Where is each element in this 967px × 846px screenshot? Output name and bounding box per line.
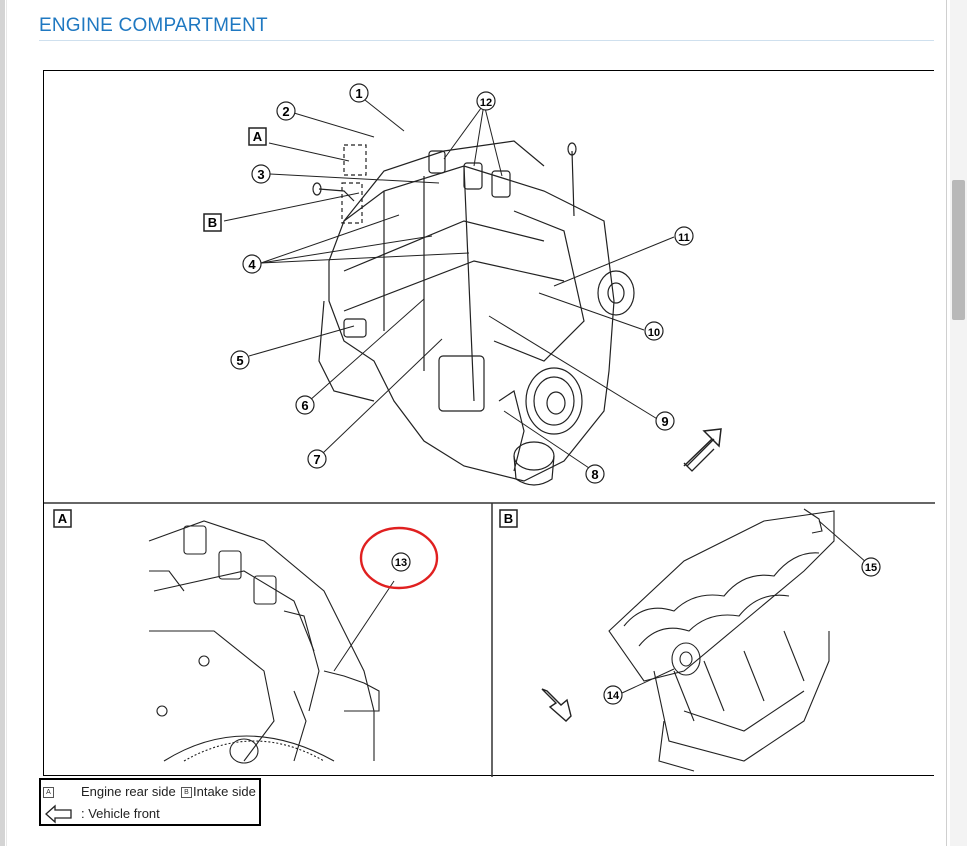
panel-a-drawing	[148, 520, 380, 764]
svg-text:4: 4	[248, 257, 256, 272]
content-right-edge	[946, 0, 947, 846]
vehicle-front-arrow-b	[541, 688, 572, 722]
svg-text:2: 2	[282, 104, 289, 119]
left-window-border	[0, 0, 5, 846]
callout-7: 7	[307, 449, 327, 469]
left-divider	[6, 0, 7, 846]
intake-manifold-drawing	[608, 508, 835, 772]
vehicle-front-arrow-body	[683, 438, 715, 472]
leader-lines-top	[223, 99, 675, 469]
legend-intake-side: Intake side	[193, 784, 256, 799]
callout-5: 5	[230, 350, 250, 370]
callouts-top: 1 2 3 4 5 6 7 8 9 10 11 12	[230, 83, 694, 484]
svg-text:12: 12	[480, 97, 492, 109]
callout-3: 3	[251, 164, 271, 184]
panel-a: A 13	[53, 509, 439, 764]
callout-14-leader	[621, 668, 675, 694]
svg-text:9: 9	[661, 414, 668, 429]
svg-text:8: 8	[591, 467, 598, 482]
svg-text:3: 3	[257, 167, 264, 182]
svg-text:11: 11	[678, 232, 690, 244]
engine-diagram: 1 2 3 4 5 6 7 8 9 10 11 12 A B A	[44, 83, 935, 777]
section-title: ENGINE COMPARTMENT	[39, 15, 268, 36]
panel-a-label: A	[58, 511, 68, 526]
svg-text:B: B	[208, 215, 217, 230]
svg-text:6: 6	[301, 398, 308, 413]
callout-4: 4	[242, 254, 262, 274]
legend-engine-rear-side: Engine rear side	[81, 784, 176, 799]
svg-text:1: 1	[355, 86, 362, 101]
panel-b: B 15 14	[499, 508, 881, 772]
main-engine-drawing	[312, 140, 635, 486]
callout-8: 8	[585, 464, 605, 484]
callout-13-leader	[333, 580, 395, 672]
legend-box-a-icon: A	[43, 787, 54, 798]
callout-15: 15	[861, 557, 881, 577]
panel-a-label-box	[53, 509, 72, 528]
callout-9: 9	[655, 411, 675, 431]
svg-text:5: 5	[236, 353, 243, 368]
vehicle-front-arrow-icon	[45, 804, 72, 824]
view-marker-b: B	[203, 213, 222, 232]
legend-vehicle-front: : Vehicle front	[81, 806, 160, 821]
callout-10: 10	[644, 321, 664, 341]
callout-11: 11	[674, 226, 694, 246]
legend-box-b-icon: B	[181, 787, 192, 798]
callout-14: 14	[603, 685, 623, 705]
panel-b-label-box	[499, 509, 518, 528]
engine-compartment-figure: 1 2 3 4 5 6 7 8 9 10 11 12 A B A	[43, 70, 935, 777]
legend-box: A Engine rear side B Intake side : Vehic…	[39, 778, 261, 826]
callout-12: 12	[476, 91, 496, 111]
svg-text:A: A	[253, 129, 263, 144]
vehicle-front-arrow-top	[683, 428, 722, 467]
callout-1: 1	[349, 83, 369, 103]
svg-text:10: 10	[648, 327, 660, 339]
view-marker-a: A	[248, 127, 267, 146]
scrollbar-thumb[interactable]	[952, 180, 965, 320]
title-underline	[39, 40, 934, 41]
callout-13: 13	[391, 552, 411, 572]
highlight-circle	[359, 526, 439, 590]
svg-text:14: 14	[607, 690, 620, 702]
scrollbar-track[interactable]	[950, 0, 967, 846]
view-markers-top: A B	[203, 127, 267, 232]
callout-15-leader	[818, 520, 868, 564]
svg-text:7: 7	[313, 452, 320, 467]
svg-text:13: 13	[395, 557, 407, 569]
panel-b-label: B	[504, 511, 513, 526]
callout-2: 2	[276, 101, 296, 121]
callout-6: 6	[295, 395, 315, 415]
svg-text:15: 15	[865, 562, 877, 574]
